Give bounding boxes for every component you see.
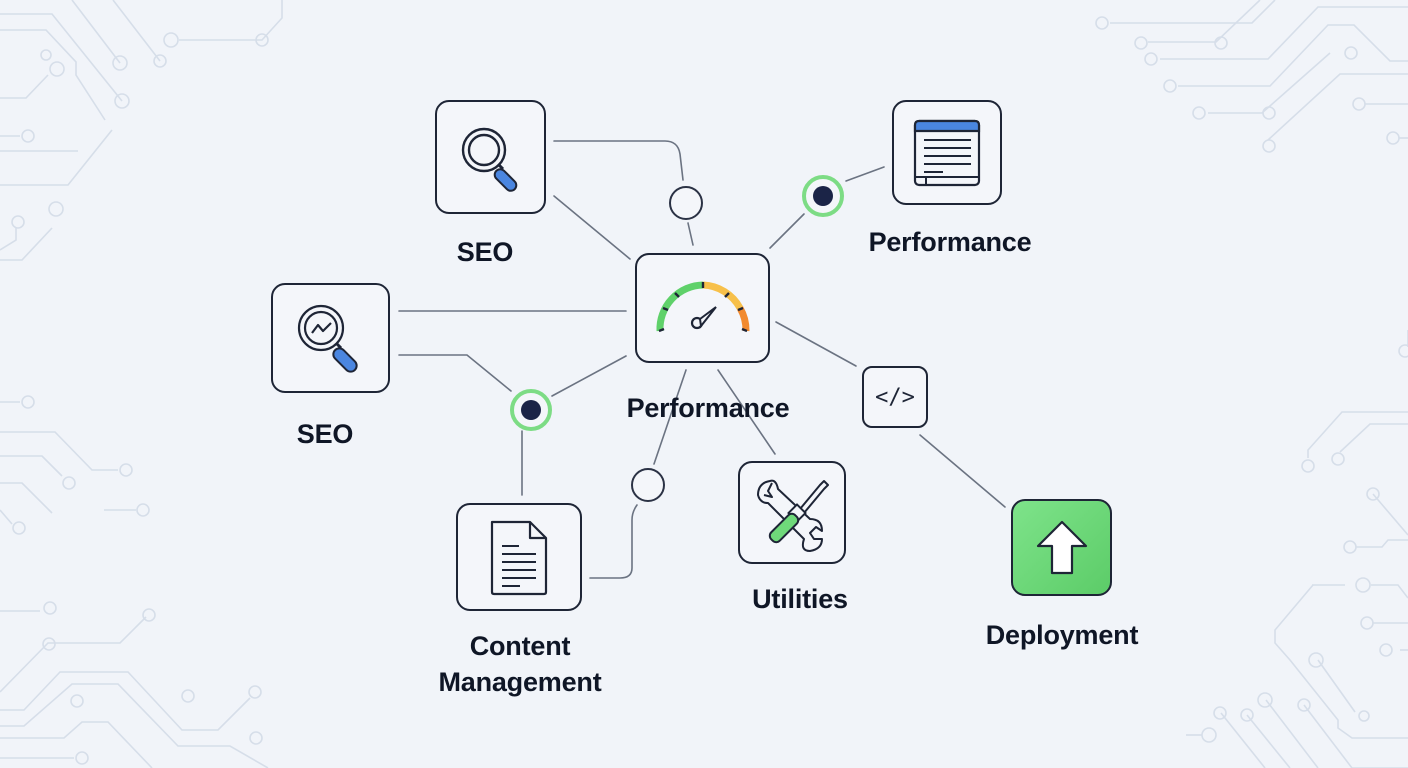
edge-junction-right-to-perf-doc (845, 166, 885, 182)
node-seo-top[interactable] (435, 100, 546, 214)
junction-right[interactable] (802, 175, 844, 217)
edge-hub-to-utilities (717, 369, 776, 455)
edge-hub-to-junction-right (769, 213, 805, 249)
code-brackets-icon: </> (875, 384, 915, 410)
junction-left[interactable] (510, 389, 552, 431)
magnifier-trend-icon (297, 304, 358, 373)
label-deployment: Deployment (985, 620, 1139, 650)
edge-junction-to-hub (687, 222, 694, 246)
label-seo-left: SEO (296, 419, 354, 449)
browser-window-icon (913, 119, 981, 186)
label-utilities: Utilities (752, 584, 848, 614)
label-content-line2: Management (438, 667, 602, 697)
document-icon (490, 520, 548, 596)
label-content-line1: Content (469, 631, 571, 661)
node-code[interactable]: </> (862, 366, 928, 428)
label-performance-doc: Performance (868, 227, 1032, 257)
label-performance-hub: Performance (626, 393, 790, 423)
label-seo-top: SEO (456, 237, 514, 267)
junction-bottom[interactable] (631, 468, 665, 502)
wrench-screwdriver-icon (757, 479, 829, 552)
edge-hub-to-code (775, 321, 857, 367)
edge-seo-top-to-junction (553, 140, 684, 181)
speedometer-icon (655, 281, 749, 333)
edge-junction-left-to-hub (551, 355, 627, 397)
edge-seo-top-to-hub (553, 195, 631, 260)
junction-dot (813, 186, 833, 206)
node-seo-left[interactable] (271, 283, 390, 393)
edge-hub-to-junction-bottom (653, 369, 687, 465)
magnifier-icon (461, 127, 517, 192)
junction-dot (521, 400, 541, 420)
upload-arrow-icon (1036, 520, 1087, 574)
node-content-management[interactable] (456, 503, 582, 611)
label-content-management: Content Management (408, 628, 632, 700)
node-utilities[interactable] (738, 461, 846, 564)
edge-seo-left-to-junction (398, 354, 512, 392)
node-performance-doc[interactable] (892, 100, 1002, 205)
edge-code-to-deployment (919, 434, 1006, 508)
node-deployment[interactable] (1011, 499, 1112, 596)
node-performance-hub[interactable] (635, 253, 770, 363)
junction-top[interactable] (669, 186, 703, 220)
edge-junction-bottom-to-content (589, 504, 638, 579)
